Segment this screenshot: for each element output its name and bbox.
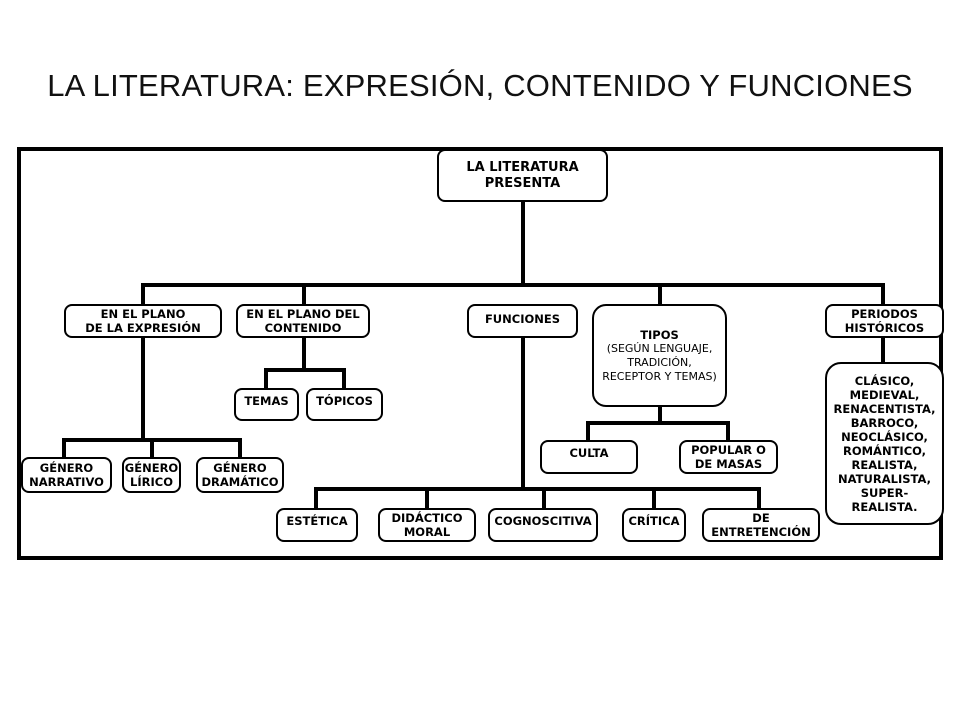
- node-plano-expresion: EN EL PLANO DE LA EXPRESIÓN: [64, 304, 222, 338]
- slide-title: LA LITERATURA: EXPRESIÓN, CONTENIDO Y FU…: [47, 68, 913, 103]
- node-de-entretencion: DE ENTRETENCIÓN: [702, 508, 820, 542]
- node-genero-dramatico: GÉNERO DRAMÁTICO: [196, 457, 284, 493]
- node-cognoscitiva: COGNOSCITIVA: [488, 508, 598, 542]
- node-temas: TEMAS: [234, 388, 299, 421]
- node-estetica: ESTÉTICA: [276, 508, 358, 542]
- node-la-literatura-presenta: LA LITERATURA PRESENTA: [437, 149, 608, 202]
- node-tipos: TIPOS (SEGÚN LENGUAJE, TRADICIÓN, RECEPT…: [592, 304, 727, 407]
- node-periodos-lista: CLÁSICO, MEDIEVAL, RENACENTISTA, BARROCO…: [825, 362, 944, 525]
- node-popular-masas: POPULAR O DE MASAS: [679, 440, 778, 474]
- node-tipos-criteria: (SEGÚN LENGUAJE, TRADICIÓN, RECEPTOR Y T…: [602, 341, 717, 383]
- node-didactico-moral: DIDÁCTICO MORAL: [378, 508, 476, 542]
- node-topicos: TÓPICOS: [306, 388, 383, 421]
- node-periodos-historicos: PERIODOS HISTÓRICOS: [825, 304, 944, 338]
- node-funciones: FUNCIONES: [467, 304, 578, 338]
- node-genero-narrativo: GÉNERO NARRATIVO: [21, 457, 112, 493]
- node-critica: CRÍTICA: [622, 508, 686, 542]
- node-genero-lirico: GÉNERO LÍRICO: [122, 457, 181, 493]
- node-tipos-title: TIPOS: [640, 327, 679, 342]
- node-culta: CULTA: [540, 440, 638, 474]
- node-plano-contenido: EN EL PLANO DEL CONTENIDO: [236, 304, 370, 338]
